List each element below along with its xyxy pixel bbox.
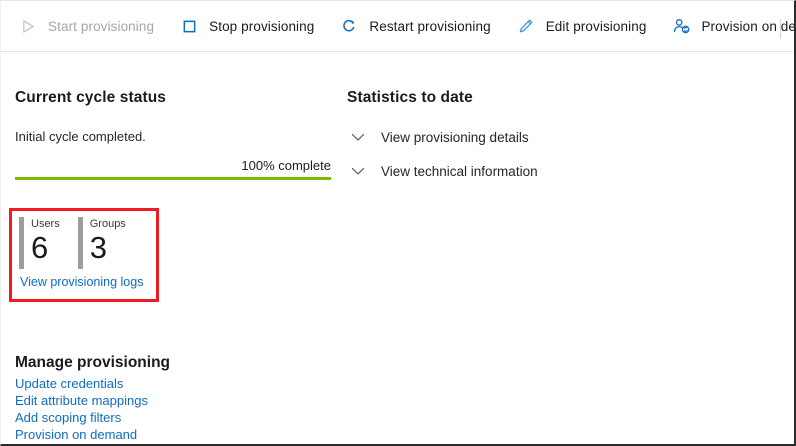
pencil-edit-icon xyxy=(515,16,537,36)
toolbar-separator xyxy=(780,19,781,39)
provision-on-demand-button[interactable]: Provision on demand xyxy=(670,9,796,43)
restart-provisioning-button[interactable]: Restart provisioning xyxy=(338,9,500,43)
statistics-to-date-section: Statistics to date View provisioning det… xyxy=(347,89,677,197)
update-credentials-link[interactable]: Update credentials xyxy=(15,376,124,391)
manage-provisioning-section: Manage provisioning Update credentials E… xyxy=(15,354,335,443)
view-provisioning-details-label: View provisioning details xyxy=(381,129,529,145)
toolbar-bottom-divider xyxy=(1,51,794,52)
groups-count-value: 3 xyxy=(89,230,107,265)
view-technical-information-label: View technical information xyxy=(381,163,538,179)
groups-count-tile: Groups 3 xyxy=(77,217,126,269)
provision-on-demand-link[interactable]: Provision on demand xyxy=(15,427,138,442)
groups-accent-bar xyxy=(77,217,83,269)
provisioning-counts-box: Users 6 Groups 3 View provisioning logs xyxy=(9,208,159,302)
view-provisioning-details-row[interactable]: View provisioning details xyxy=(347,129,677,145)
restart-arrow-icon xyxy=(338,16,360,36)
progress-bar-fill xyxy=(15,177,331,180)
add-scoping-filters-link[interactable]: Add scoping filters xyxy=(15,410,122,425)
users-count-label: Users xyxy=(31,218,60,230)
stop-provisioning-label: Stop provisioning xyxy=(209,18,315,34)
edit-attribute-mappings-link[interactable]: Edit attribute mappings xyxy=(15,393,148,408)
start-provisioning-label: Start provisioning xyxy=(48,18,155,34)
current-cycle-status-title: Current cycle status xyxy=(15,89,167,106)
edit-provisioning-label: Edit provisioning xyxy=(545,18,647,34)
chevron-down-icon xyxy=(347,129,369,145)
provision-on-demand-label: Provision on demand xyxy=(701,18,796,34)
view-provisioning-logs-link[interactable]: View provisioning logs xyxy=(20,275,144,289)
cycle-status-message: Initial cycle completed. xyxy=(15,129,146,144)
view-technical-information-row[interactable]: View technical information xyxy=(347,163,677,179)
command-toolbar: Start provisioning Stop provisioning Res… xyxy=(1,1,796,51)
restart-provisioning-label: Restart provisioning xyxy=(369,18,491,34)
current-cycle-status-section: Current cycle status Initial cycle compl… xyxy=(15,89,345,180)
edit-provisioning-button[interactable]: Edit provisioning xyxy=(515,9,657,43)
stop-provisioning-button[interactable]: Stop provisioning xyxy=(178,9,324,43)
statistics-to-date-title: Statistics to date xyxy=(347,89,473,106)
chevron-down-icon xyxy=(347,163,369,179)
person-sync-icon xyxy=(670,16,692,36)
counts-row: Users 6 Groups 3 xyxy=(12,211,156,269)
groups-count-label: Groups xyxy=(89,218,126,230)
users-count-value: 6 xyxy=(31,230,49,265)
progress-percent-label: 100% complete xyxy=(241,158,331,173)
users-count-tile: Users 6 xyxy=(19,217,60,269)
stop-square-icon xyxy=(178,16,200,36)
start-provisioning-button[interactable]: Start provisioning xyxy=(17,9,164,43)
manage-provisioning-title: Manage provisioning xyxy=(15,354,171,371)
users-accent-bar xyxy=(19,217,24,269)
cycle-progress: 100% complete xyxy=(15,158,331,180)
play-icon xyxy=(17,16,39,36)
